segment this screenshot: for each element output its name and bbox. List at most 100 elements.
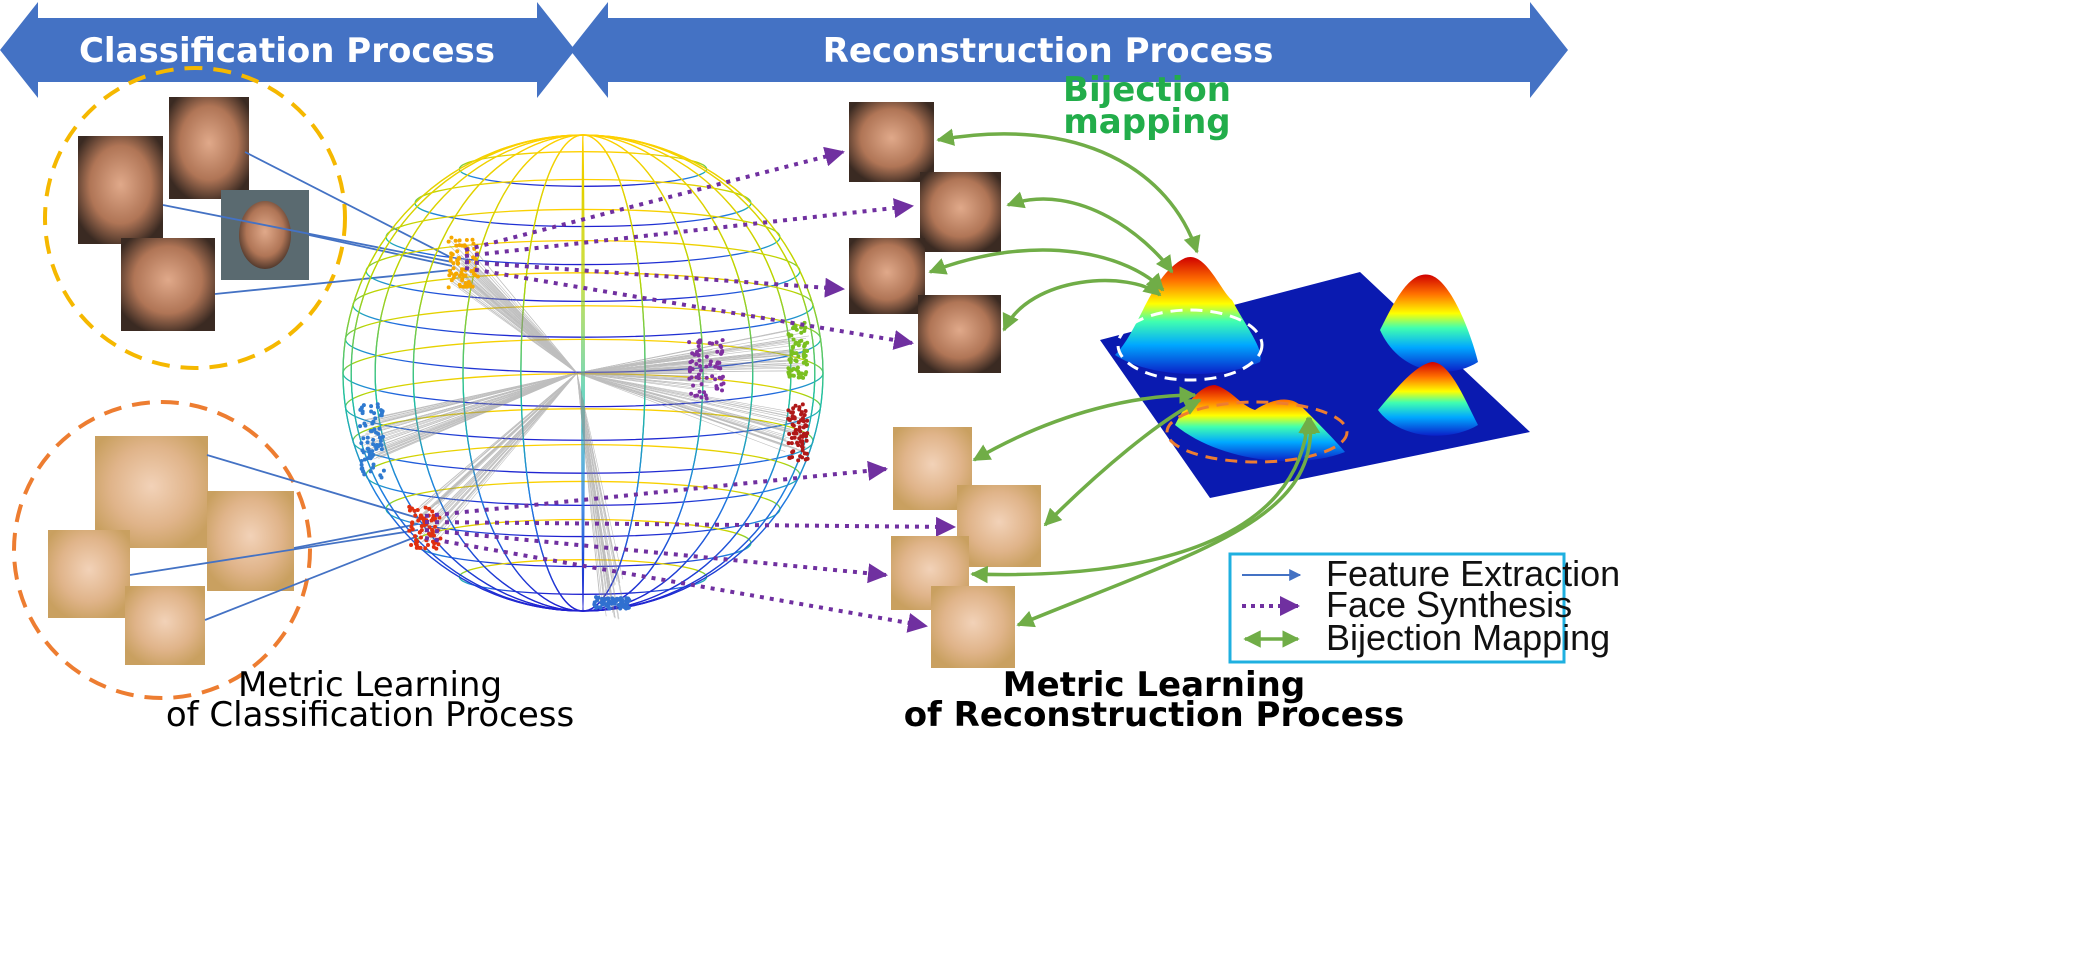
feature-point [705,355,709,359]
hypersphere [343,135,823,619]
feature-point [794,351,798,355]
feature-point [693,394,697,398]
feature-point [460,277,464,281]
feature-point [362,472,366,476]
feature-point [720,388,724,392]
density-surface [1100,257,1530,498]
feature-point [688,360,692,364]
feature-point [366,436,370,440]
feature-point [805,349,809,353]
feature-point [362,450,366,454]
feature-point [455,249,459,253]
center-ray [577,373,790,429]
feature-point [370,429,374,433]
center-ray [577,373,602,605]
feature-point [431,531,435,535]
reconstructed-face [957,485,1041,567]
feature-point [376,432,380,436]
feature-point [458,238,462,242]
feature-point [601,601,605,605]
center-ray [452,275,577,373]
feature-point [626,598,630,602]
feature-point [716,360,720,364]
feature-point [710,342,714,346]
feature-point [620,603,624,607]
feature-point [697,373,701,377]
feature-point [369,404,373,408]
feature-point [713,365,717,369]
feature-point [369,410,373,414]
feature-point [447,285,451,289]
feature-point [448,269,452,273]
feature-point [360,463,364,467]
feature-point [799,331,803,335]
feature-point [362,403,366,407]
feature-point [423,546,427,550]
feature-point [414,538,418,542]
feature-point [598,606,602,610]
feature-point [456,257,460,261]
feature-point [380,475,384,479]
center-ray [451,278,577,373]
legend-bijection-mapping-label: Bijection Mapping [1326,617,1610,658]
feature-point [465,238,469,242]
feature-point [709,360,713,364]
feature-point [359,441,363,445]
feature-point [801,416,805,420]
feature-point [593,604,597,608]
feature-point [787,358,791,362]
feature-point [704,365,708,369]
feature-point [800,455,804,459]
legend: Feature Extraction Face Synthesis Biject… [1230,553,1620,662]
feature-point [722,381,726,385]
feature-point [367,450,371,454]
left-caption-line-2: of Classification Process [166,695,574,735]
latitude-line [386,481,780,536]
feature-point [789,410,793,414]
feature-point [691,383,695,387]
feature-point [705,396,709,400]
feature-point [786,366,790,370]
feature-point [471,255,475,259]
feature-point [689,392,693,396]
latitude-line [366,241,800,302]
reconstructed-face [920,172,1001,252]
feature-point [434,547,438,551]
feature-point [371,466,375,470]
feature-point [802,432,806,436]
feature-point [378,435,382,439]
feature-point [792,424,796,428]
center-ray [577,373,788,431]
center-ray [459,273,577,373]
reconstructed-face [931,586,1015,668]
feature-point [366,440,370,444]
reconstructed-faces [849,102,1041,668]
feature-point [606,596,610,600]
feature-point [718,376,722,380]
feature-point [363,458,367,462]
feature-point [804,458,808,462]
feature-point [799,412,803,416]
feature-point [803,342,807,346]
latitude-line [353,273,813,337]
feature-point [454,271,458,275]
feature-point [433,516,437,520]
face-photo [221,190,309,280]
feature-point [804,409,808,413]
right-caption-line-2: of Reconstruction Process [904,695,1405,735]
feature-point [380,443,384,447]
feature-point [792,374,796,378]
header-banners: Classification Process Reconstruction Pr… [0,2,1568,98]
feature-point [362,421,366,425]
feature-point [360,466,364,470]
center-ray [426,373,577,505]
feature-point [718,344,722,348]
feature-point [471,242,475,246]
face-photo [121,238,215,331]
feature-point [697,358,701,362]
feature-point [454,239,458,243]
feature-point [788,371,792,375]
feature-point [798,425,802,429]
feature-point [409,543,413,547]
